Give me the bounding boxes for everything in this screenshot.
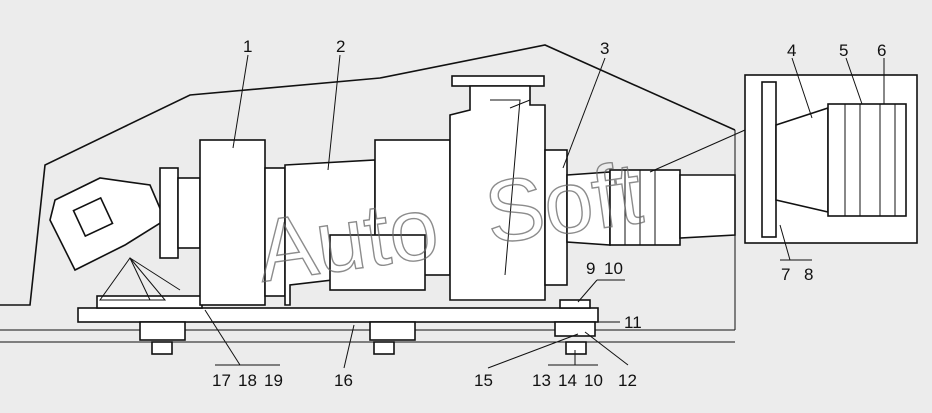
callout-18: 18 (238, 371, 257, 390)
callout-12: 12 (618, 371, 637, 390)
coupling-housing (199, 139, 286, 306)
callout-8: 8 (804, 265, 813, 284)
callout-19: 19 (264, 371, 283, 390)
water-pump (449, 75, 568, 301)
discharge-pipe (566, 169, 736, 246)
callout-6: 6 (877, 41, 886, 60)
callout-labels: 1 2 3 4 5 6 7 8 9 10 11 12 13 14 10 15 1… (212, 37, 886, 390)
callout-7: 7 (781, 265, 790, 284)
inset-detail-view (649, 74, 918, 244)
callout-17: 17 (212, 371, 231, 390)
callout-2: 2 (336, 37, 345, 56)
housing-outline (0, 44, 736, 343)
callout-11: 11 (624, 313, 642, 332)
callout-4: 4 (787, 41, 796, 60)
callout-5: 5 (839, 41, 848, 60)
callout-16: 16 (334, 371, 353, 390)
callout-14: 14 (558, 371, 577, 390)
callout-3: 3 (600, 39, 609, 58)
hydraulic-motor (49, 167, 201, 301)
base-frame (77, 295, 599, 355)
callout-15: 15 (474, 371, 493, 390)
callout-9: 9 (586, 259, 595, 278)
callout-10-top: 10 (604, 259, 623, 278)
callout-13: 13 (532, 371, 551, 390)
callout-1: 1 (243, 37, 252, 56)
leader-lines (204, 54, 885, 369)
watermark-line2: Soft (479, 143, 648, 263)
gearbox (284, 139, 451, 306)
callout-10-bottom: 10 (584, 371, 603, 390)
